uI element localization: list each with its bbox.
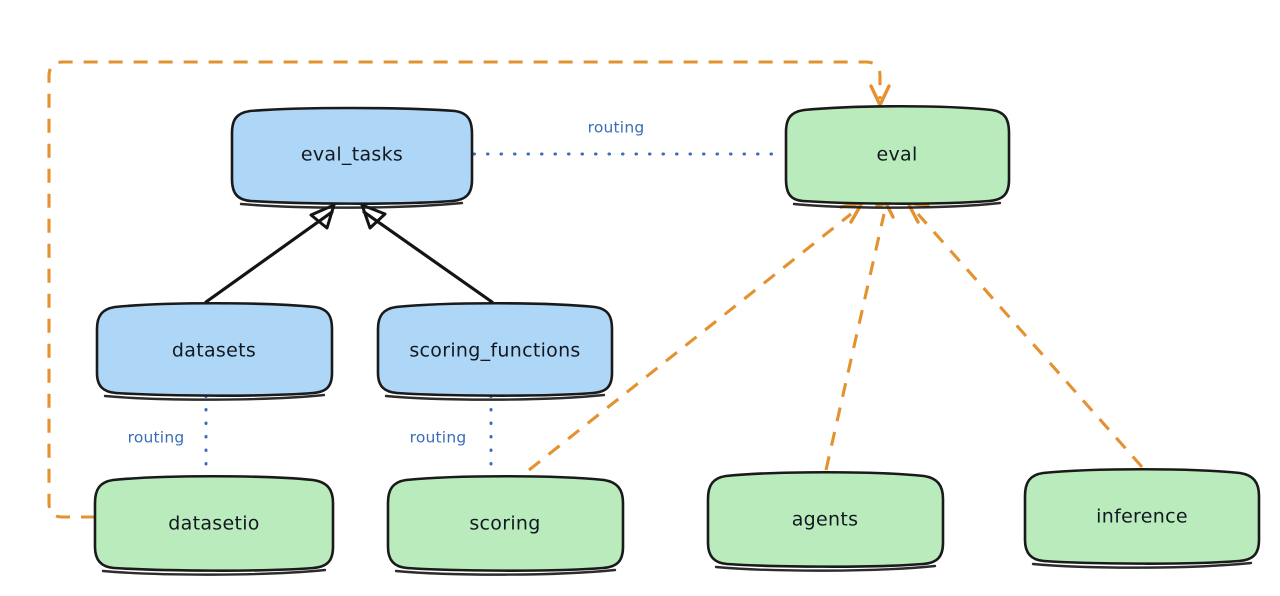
edge-datasets-eval-tasks-arrowhead [309, 203, 336, 230]
node-agents-shape [706, 470, 945, 568]
node-scoring-functions-underline [384, 393, 606, 401]
edge-datasetio-eval-arrowhead [869, 84, 891, 107]
node-inference-underline [1031, 561, 1253, 569]
edge-label-routing-eval-tasks: routing [588, 119, 645, 137]
edge-scoring-functions-eval-tasks-path [362, 210, 494, 304]
edge-scoring-eval-path [528, 212, 852, 472]
node-datasets-shape [95, 301, 334, 397]
node-agents[interactable]: agents [706, 470, 945, 572]
node-agents-label: agents [792, 509, 859, 531]
edge-agents-eval[interactable] [824, 201, 895, 471]
edge-label-routing-datasets: routing [128, 429, 185, 447]
edge-inference-eval-path [916, 212, 1144, 469]
node-eval-tasks[interactable]: eval_tasks [230, 106, 474, 209]
edge-datasetio-eval[interactable] [47, 60, 891, 519]
node-inference[interactable]: inference [1023, 467, 1261, 569]
node-inference-shape [1023, 467, 1261, 565]
node-eval-tasks-label: eval_tasks [301, 144, 403, 166]
edge-scoring-functions-eval-tasks[interactable] [360, 203, 494, 304]
node-eval-tasks-underline [239, 201, 464, 209]
node-datasetio-underline [101, 568, 327, 576]
edge-scoring-functions-eval-tasks-arrowhead [360, 203, 387, 230]
edge-label-routing-scoring-functions: routing [410, 429, 467, 447]
node-scoring-shape [386, 474, 625, 572]
node-scoring-functions-label: scoring_functions [409, 340, 580, 362]
node-datasetio-label: datasetio [168, 513, 259, 535]
node-agents-underline [714, 564, 937, 572]
edge-layer [47, 60, 1144, 519]
node-scoring-label: scoring [469, 513, 540, 535]
edge-datasets-eval-tasks-path [204, 210, 334, 304]
node-inference-label: inference [1096, 506, 1188, 528]
edge-datasets-eval-tasks[interactable] [204, 203, 336, 304]
node-eval[interactable]: eval [784, 104, 1011, 209]
edge-inference-eval-arrowhead [906, 201, 930, 224]
edge-label-layer: routing routing routing [128, 119, 645, 447]
node-scoring-functions[interactable]: scoring_functions [376, 301, 614, 401]
node-layer: eval_tasks eval datasets scoring_functio… [93, 104, 1261, 576]
node-scoring-functions-shape [376, 301, 614, 397]
edge-inference-eval[interactable] [906, 201, 1144, 469]
node-eval-label: eval [876, 144, 917, 166]
node-scoring-underline [394, 568, 617, 576]
node-datasets-label: datasets [172, 340, 256, 362]
node-datasetio-shape [93, 474, 335, 572]
node-datasets-underline [103, 393, 326, 401]
node-scoring[interactable]: scoring [386, 474, 625, 576]
node-eval-tasks-shape [230, 106, 474, 205]
edge-agents-eval-path [824, 213, 886, 471]
node-eval-underline [792, 201, 1002, 209]
node-eval-shape [784, 104, 1011, 205]
node-datasets[interactable]: datasets [95, 301, 334, 401]
node-datasetio[interactable]: datasetio [93, 474, 335, 576]
